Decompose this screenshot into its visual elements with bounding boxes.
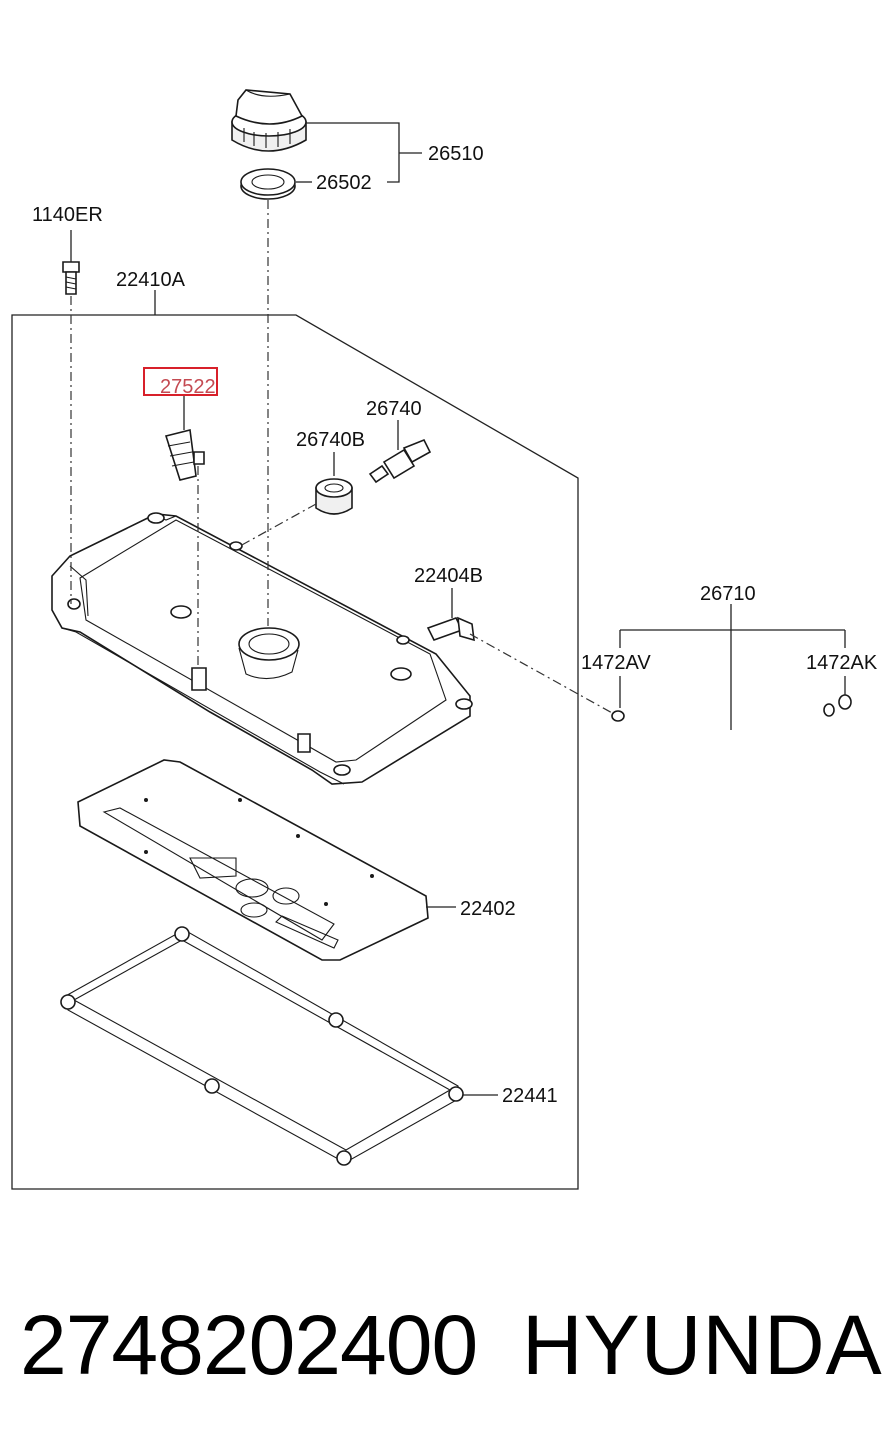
filler-cap-gasket-part	[240, 168, 296, 200]
leader-26510-bracket	[306, 122, 422, 183]
oil-filler-cap-part	[231, 89, 307, 152]
callout-22441: 22441	[502, 1085, 558, 1107]
bolt-part	[62, 261, 80, 295]
guide-line-pcv	[239, 503, 317, 547]
callout-1472AK: 1472AK	[806, 652, 878, 674]
baffle-plate-part	[77, 759, 429, 961]
caption-bar: 2748202400 HYUNDAI	[0, 1290, 886, 1400]
callout-22410A: 22410A	[116, 269, 186, 291]
pcv-valve-part	[368, 438, 432, 484]
callout-22402: 22402	[460, 898, 516, 920]
brand-name: HYUNDAI	[522, 1298, 886, 1392]
callout-26740B: 26740B	[296, 429, 365, 451]
leader-26710-bracket	[619, 604, 846, 730]
callout-26710: 26710	[700, 583, 756, 605]
callout-1140ER: 1140ER	[32, 204, 103, 226]
rocker-cover-part	[51, 512, 473, 785]
callout-26740: 26740	[366, 398, 422, 420]
callout-27522: 27522	[160, 376, 216, 398]
breather-hose-part	[611, 694, 852, 757]
callout-26502: 26502	[316, 172, 372, 194]
callout-22404B: 22404B	[414, 565, 483, 587]
wire-clip-part	[164, 429, 205, 481]
callout-26510: 26510	[428, 143, 484, 165]
highlight-box-27522	[143, 367, 218, 396]
cover-gasket-part	[60, 926, 464, 1166]
guide-line-hose	[469, 633, 615, 715]
assembly-boundary	[11, 314, 579, 1190]
part-number: 2748202400	[20, 1298, 478, 1392]
callout-1472AV: 1472AV	[581, 652, 651, 674]
pcv-grommet-part	[315, 478, 353, 515]
breather-connector-part	[426, 616, 475, 642]
